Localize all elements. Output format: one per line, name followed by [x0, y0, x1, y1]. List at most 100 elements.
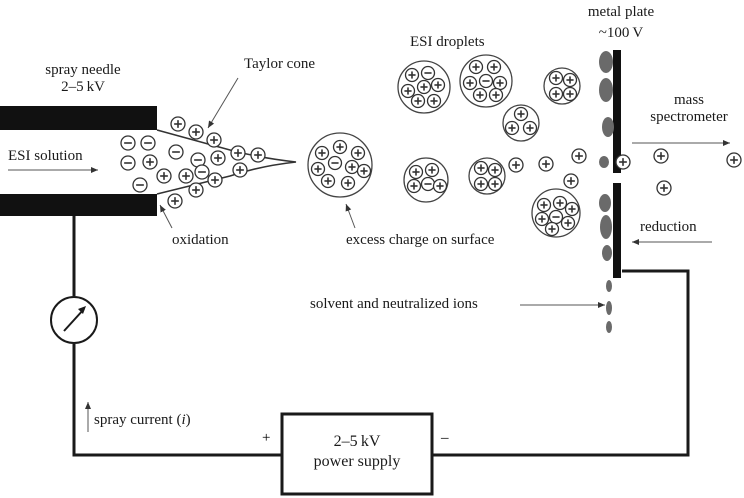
oxidation-arrow: [159, 204, 173, 229]
positive-ion: [508, 157, 524, 173]
positive-ion: [486, 59, 502, 75]
mass-spectrometer-label: mass spectrometer: [634, 92, 744, 126]
mass-text: mass: [674, 92, 704, 108]
minus-terminal: –: [440, 430, 449, 446]
taylor-cone-label: Taylor cone: [244, 56, 316, 72]
power-supply-text: power supply: [313, 453, 401, 470]
positive-ion: [571, 148, 587, 164]
positive-ion: [188, 124, 204, 140]
excess-charge-arrow: [345, 203, 356, 229]
plate-voltage-text: ~100 V: [598, 25, 644, 41]
power-supply-box: [280, 412, 434, 496]
positive-ion: [548, 86, 564, 102]
ammeter-icon: [50, 296, 98, 344]
positive-ion: [408, 164, 424, 180]
needle-upper-wall: [0, 106, 157, 130]
negative-ion: [548, 209, 564, 225]
plus-terminal: +: [262, 430, 270, 446]
positive-ion: [536, 197, 552, 213]
solvent-neutralized-label: solvent and neutralized ions: [310, 296, 478, 312]
spray-needle-text: spray needle: [45, 62, 121, 78]
negative-ion: [194, 164, 210, 180]
positive-ion: [430, 77, 446, 93]
positive-ion: [406, 178, 422, 194]
taylor-cone-arrow: [207, 77, 239, 129]
oxidation-label: oxidation: [172, 232, 229, 248]
positive-ion: [232, 162, 248, 178]
positive-ion: [492, 75, 508, 91]
circuit-wire-left: [72, 216, 282, 457]
positive-ion: [350, 145, 366, 161]
positive-ion: [432, 178, 448, 194]
negative-ion: [168, 144, 184, 160]
positive-ion: [344, 159, 360, 175]
metal-plate-text: metal plate: [587, 4, 655, 20]
power-supply-voltage: 2–5 kV: [333, 433, 381, 450]
needle-voltage-text: 2–5 kV: [61, 79, 105, 95]
positive-ion: [656, 180, 672, 196]
positive-ion: [538, 156, 554, 172]
positive-ion: [562, 72, 578, 88]
positive-ion: [178, 168, 194, 184]
metal-plate-upper: [613, 50, 621, 173]
positive-ion: [462, 75, 478, 91]
negative-ion: [420, 65, 436, 81]
needle-lower-wall: [0, 194, 157, 216]
negative-ion: [120, 135, 136, 151]
positive-ion: [424, 162, 440, 178]
positive-ion: [653, 148, 669, 164]
positive-ion: [156, 168, 172, 184]
positive-ion: [210, 150, 226, 166]
positive-ion: [615, 154, 631, 170]
positive-ion: [340, 175, 356, 191]
excess-charge-label: excess charge on surface: [346, 232, 495, 248]
negative-ion: [327, 155, 343, 171]
positive-ion: [142, 154, 158, 170]
positive-ion: [207, 172, 223, 188]
positive-ion: [513, 106, 529, 122]
negative-ion: [478, 73, 494, 89]
positive-ion: [563, 173, 579, 189]
spray-needle-label: spray needle 2–5 kV: [18, 62, 148, 96]
positive-ion: [230, 145, 246, 161]
positive-ion: [473, 176, 489, 192]
positive-ion: [332, 139, 348, 155]
positive-ion: [487, 176, 503, 192]
positive-ion: [310, 161, 326, 177]
ion-layer: [120, 54, 742, 238]
circuit-wire-right: [432, 269, 690, 457]
metal-plate-label: metal plate ~100 V: [566, 4, 676, 42]
positive-ion: [167, 193, 183, 209]
spectrometer-text: spectrometer: [650, 109, 728, 125]
positive-ion: [356, 163, 372, 179]
positive-ion: [170, 116, 186, 132]
spray-current-label: spray current (i): [94, 412, 191, 429]
spray-current-prefix: spray current (: [94, 412, 182, 428]
positive-ion: [504, 120, 520, 136]
spray-current-suffix: ): [185, 412, 191, 428]
positive-ion: [468, 59, 484, 75]
positive-ion: [426, 93, 442, 109]
positive-ion: [560, 215, 576, 231]
negative-ion: [132, 177, 148, 193]
positive-ion: [487, 162, 503, 178]
esi-solution-label: ESI solution: [8, 148, 83, 164]
positive-ion: [562, 86, 578, 102]
positive-ion: [250, 147, 266, 163]
reduction-label: reduction: [640, 219, 697, 235]
taylor-cone: [156, 129, 297, 195]
positive-ion: [548, 70, 564, 86]
positive-ion: [206, 132, 222, 148]
positive-ion: [534, 211, 550, 227]
spray-current-variable: i: [181, 412, 186, 428]
positive-ion: [400, 83, 416, 99]
metal-plate-lower: [613, 183, 621, 278]
neutral-deposits: [599, 51, 614, 333]
positive-ion: [552, 195, 568, 211]
positive-ion: [564, 201, 580, 217]
positive-ion: [416, 79, 432, 95]
positive-ion: [188, 182, 204, 198]
esi-droplets-label: ESI droplets: [410, 34, 485, 50]
power-supply-label: 2–5 kV power supply: [282, 432, 432, 472]
